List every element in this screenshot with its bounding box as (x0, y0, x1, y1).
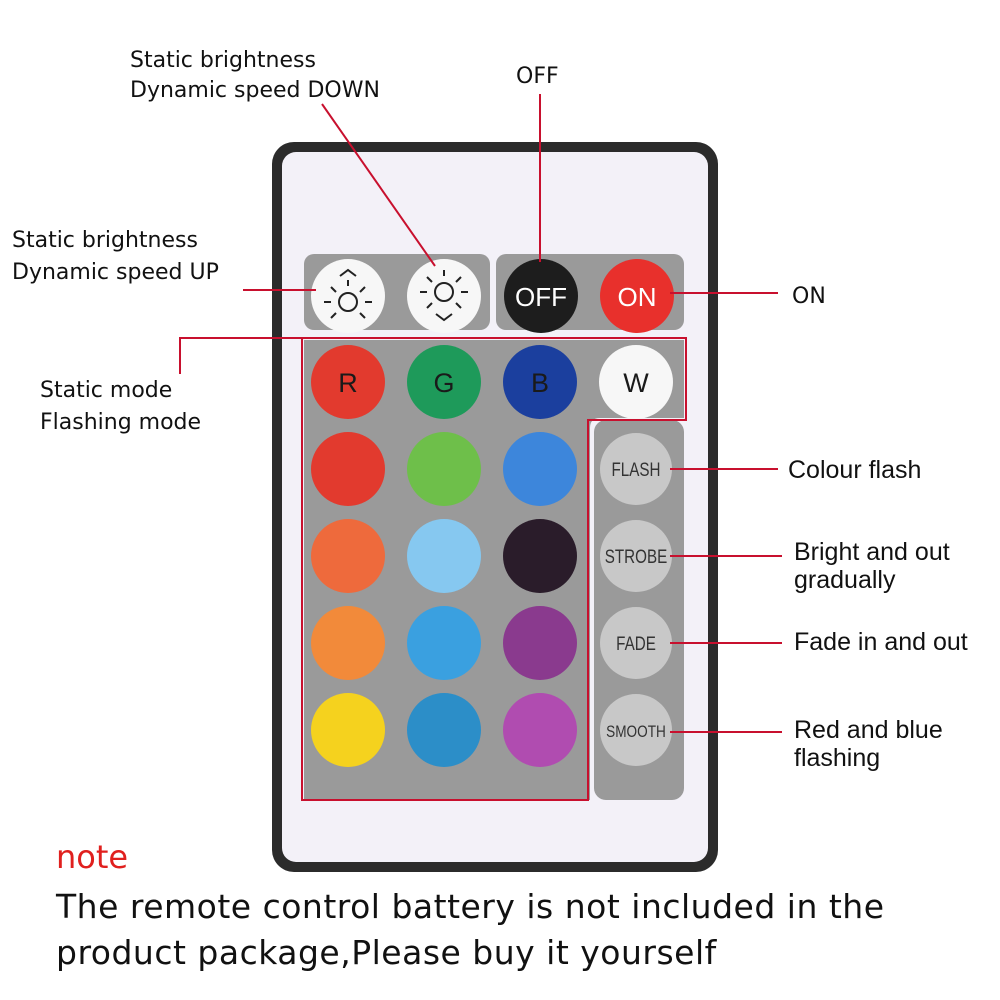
sun-down-icon (420, 270, 468, 322)
color-button-r3-c2[interactable] (407, 606, 481, 680)
strobe-button-label: STROBE (605, 545, 667, 567)
leader-mode (179, 337, 302, 374)
color-button-r2-c1[interactable] (311, 519, 385, 593)
label-smooth-desc-line1: Red and blue (794, 716, 943, 744)
color-button-r2-c2[interactable] (407, 519, 481, 593)
blue-button-label: B (531, 368, 549, 398)
leader-brightness-down (321, 103, 436, 267)
color-button-r4-c3[interactable] (503, 693, 577, 767)
color-grid (311, 432, 577, 767)
sun-up-icon (324, 268, 372, 319)
mode-highlight-outline (301, 337, 687, 801)
red-button[interactable]: R (311, 345, 385, 419)
color-button-r3-c3[interactable] (503, 606, 577, 680)
color-button-r1-c3[interactable] (503, 432, 577, 506)
brightness-up-button[interactable] (311, 259, 385, 333)
note-text: The remote control battery is not includ… (56, 887, 885, 972)
green-button[interactable]: G (407, 345, 481, 419)
brightness-down-button[interactable] (407, 259, 481, 333)
smooth-button-label: SMOOTH (606, 723, 666, 742)
flash-button[interactable]: FLASH (600, 433, 672, 505)
white-button[interactable]: W (599, 345, 673, 419)
label-smooth-desc-line2: flashing (794, 744, 881, 772)
leader-lines (179, 94, 782, 733)
on-button[interactable]: ON (600, 259, 674, 333)
smooth-button[interactable]: SMOOTH (600, 694, 672, 766)
off-button[interactable]: OFF (504, 259, 578, 333)
blue-button[interactable]: B (503, 345, 577, 419)
white-button-label: W (623, 368, 649, 398)
red-button-label: R (338, 368, 358, 398)
fade-button[interactable]: FADE (600, 607, 672, 679)
color-button-r3-c1[interactable] (311, 606, 385, 680)
label-down-line2: Dynamic speed DOWN (130, 78, 380, 103)
label-down-line1: Static brightness (130, 48, 316, 73)
label-off: OFF (516, 64, 559, 89)
fade-button-label: FADE (616, 632, 656, 654)
label-mode-line1: Static mode (40, 378, 173, 403)
label-up-line1: Static brightness (12, 228, 198, 253)
label-mode-line2: Flashing mode (40, 410, 202, 435)
green-button-label: G (433, 368, 454, 398)
color-button-r4-c1[interactable] (311, 693, 385, 767)
label-flash-desc: Colour flash (788, 456, 922, 484)
label-on: ON (792, 284, 826, 309)
color-button-r1-c1[interactable] (311, 432, 385, 506)
label-fade-desc: Fade in and out (794, 628, 968, 656)
label-strobe-desc-line1: Bright and out (794, 538, 950, 566)
color-button-r2-c3[interactable] (503, 519, 577, 593)
off-button-label: OFF (515, 282, 567, 312)
label-up-line2: Dynamic speed UP (12, 260, 219, 285)
label-strobe-desc-line2: gradually (794, 566, 896, 594)
strobe-button[interactable]: STROBE (600, 520, 672, 592)
note-title: note (56, 838, 129, 876)
color-button-r4-c2[interactable] (407, 693, 481, 767)
on-button-label: ON (618, 282, 657, 312)
color-button-r1-c2[interactable] (407, 432, 481, 506)
flash-button-label: FLASH (612, 458, 661, 480)
